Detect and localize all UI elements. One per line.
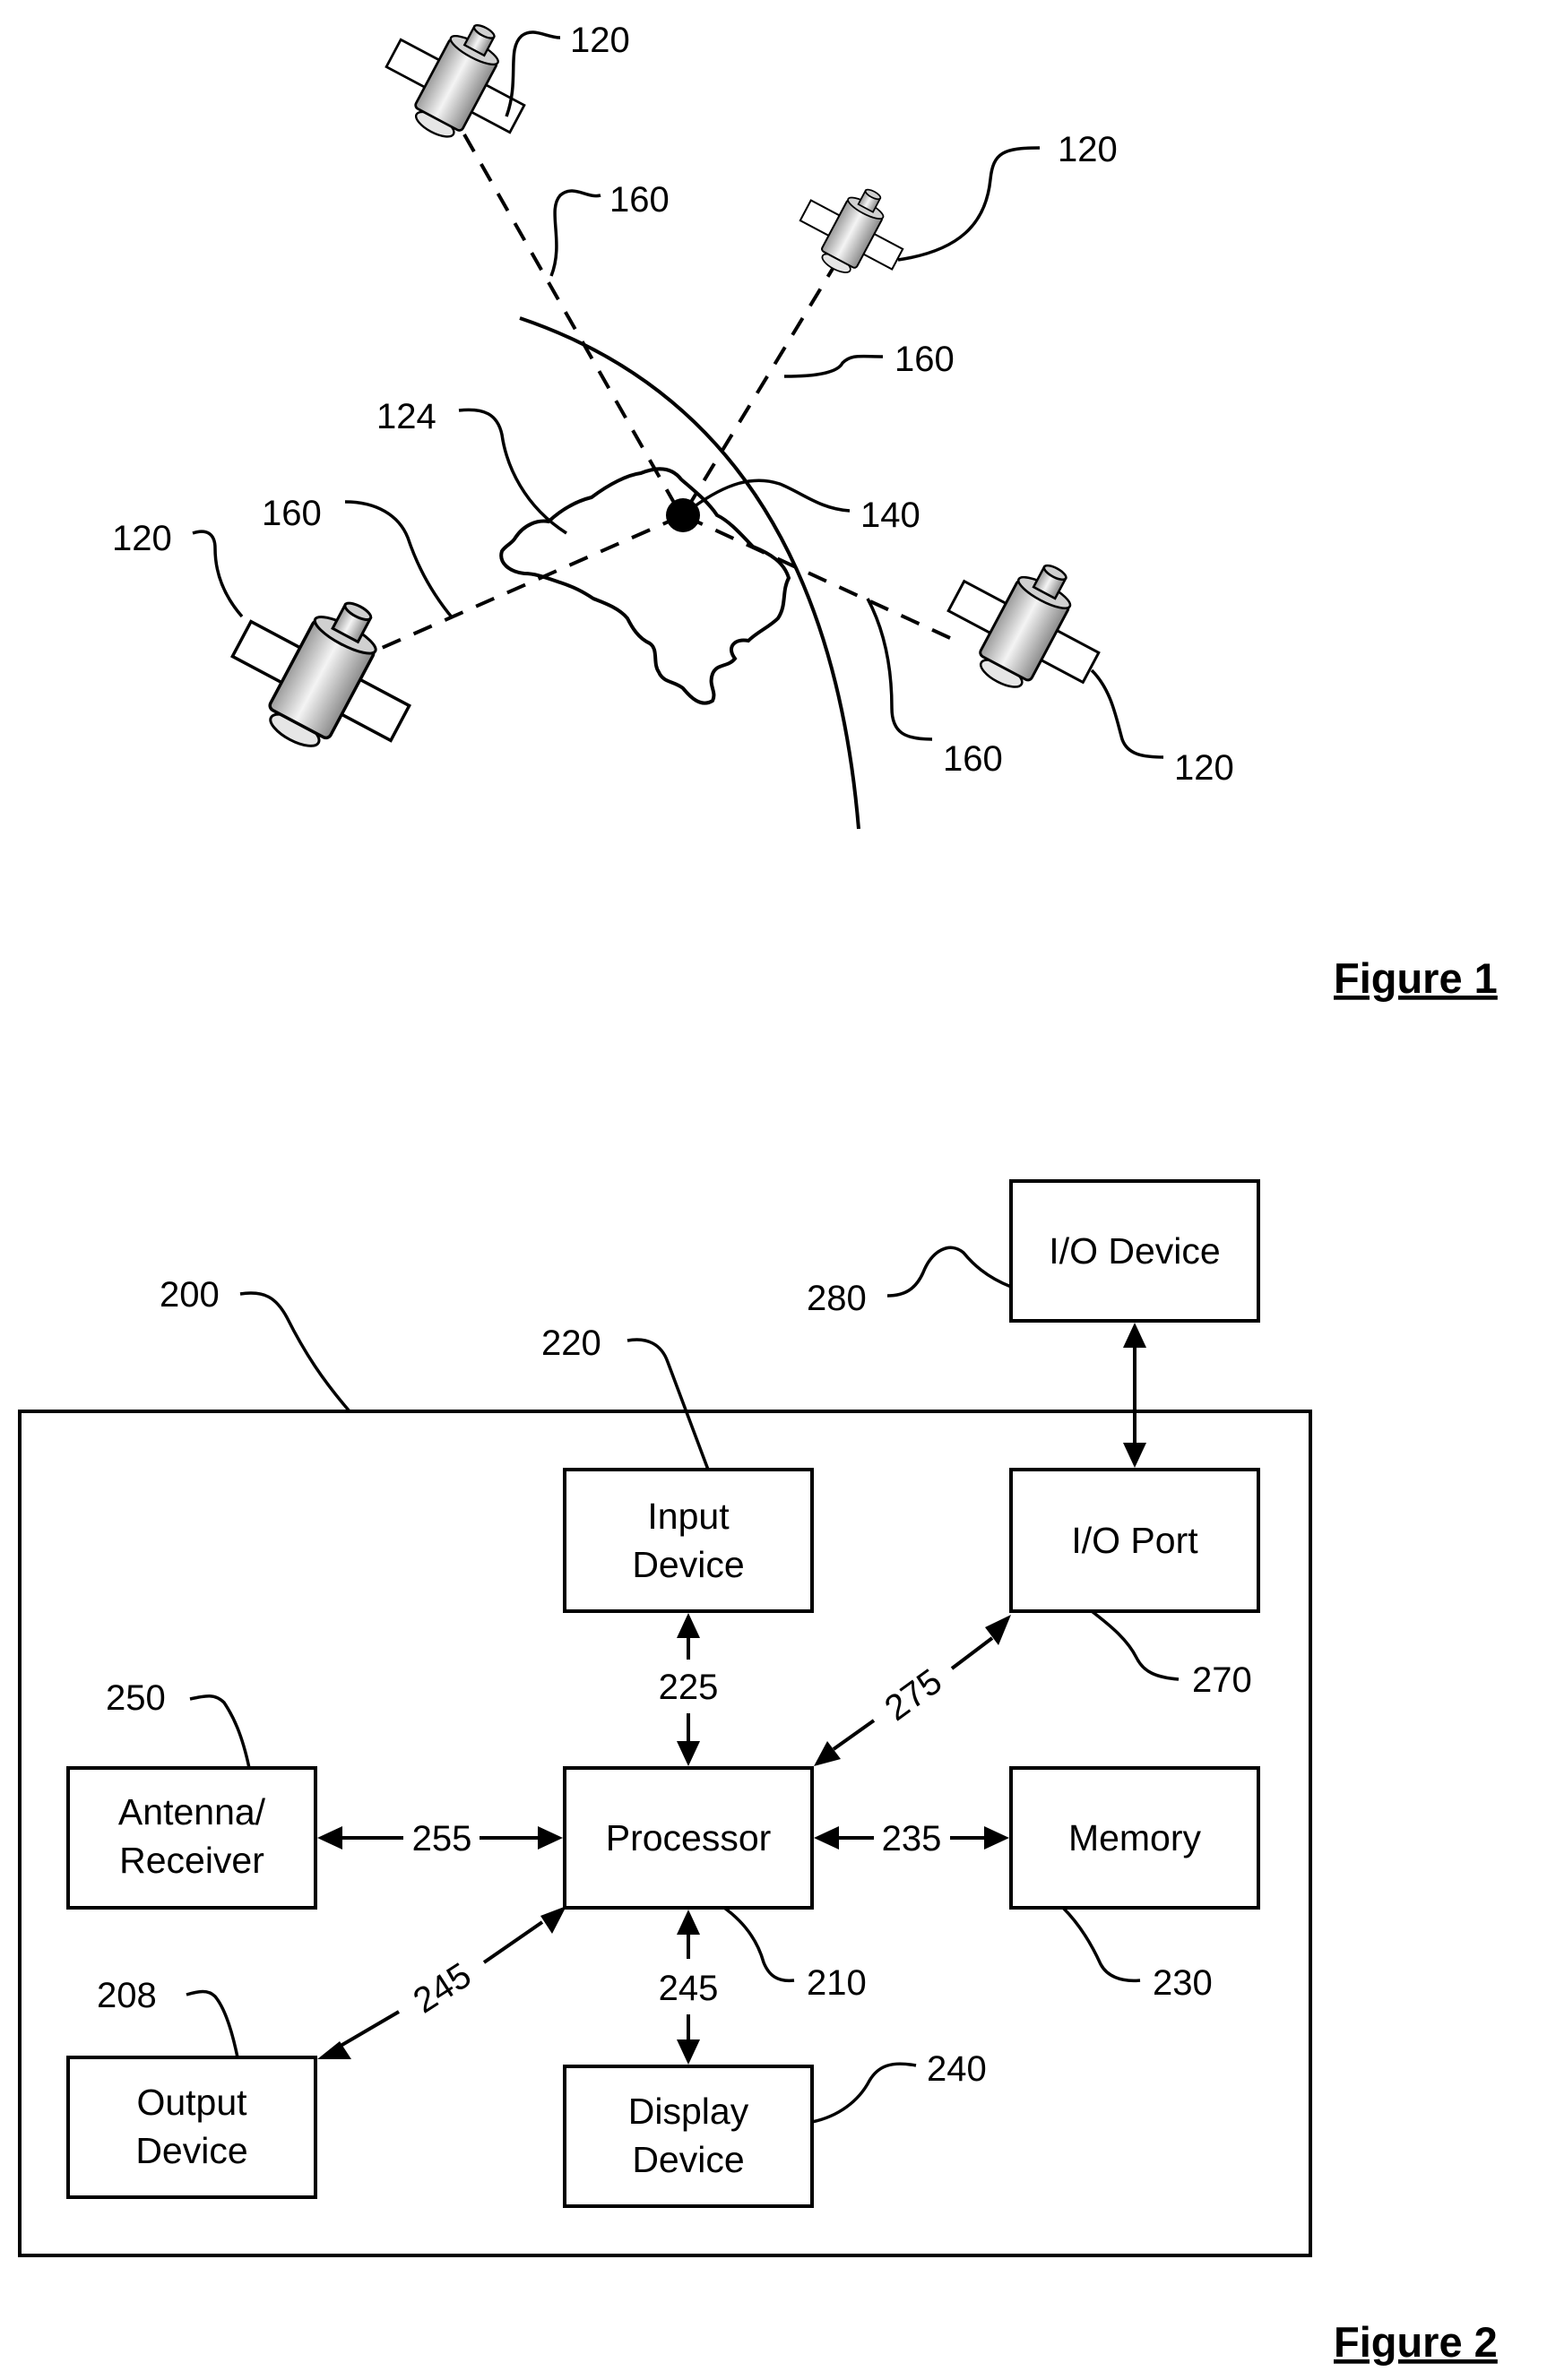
display-device-box [565, 2066, 812, 2206]
arrowhead [1123, 1443, 1146, 1468]
arrowhead [984, 1826, 1009, 1850]
earth-horizon [520, 318, 859, 829]
leader-receiver [695, 480, 850, 511]
ref-io-device: 280 [807, 1279, 867, 1318]
landmass-outline [501, 469, 789, 703]
label-receiver: 140 [860, 496, 920, 535]
io-device-label: I/O Device [1049, 1230, 1220, 1272]
input-device-box [565, 1470, 812, 1611]
signal-link-top-right [683, 260, 838, 515]
figure-1-caption: Figure 1 [1334, 954, 1498, 1002]
leader-sat-top-right [898, 148, 1040, 260]
arrowhead [317, 1826, 342, 1850]
antenna-label-2: Receiver [119, 1840, 264, 1881]
satellite-right [929, 533, 1124, 718]
leader-device [240, 1293, 350, 1411]
leader-link-top-left [551, 191, 601, 276]
conn-label-225: 225 [659, 1668, 719, 1707]
display-device-label-2: Device [632, 2139, 744, 2180]
arrowhead [540, 1906, 566, 1934]
label-link-top-right: 160 [894, 340, 955, 379]
figure-2-caption: Figure 2 [1334, 2318, 1498, 2366]
label-satellite-right: 120 [1174, 748, 1234, 788]
leader-link-top-right [784, 357, 883, 376]
leader-antenna [190, 1696, 249, 1768]
conn-label-235: 235 [882, 1819, 942, 1858]
input-device-label-2: Device [632, 1544, 744, 1585]
leader-output-device [186, 1992, 238, 2058]
satellite-left [211, 565, 439, 781]
figure-2: I/O Device Input Device I/O Port Antenna… [20, 1181, 1498, 2366]
satellite-top-right [788, 168, 920, 293]
receiver-dot [666, 498, 700, 532]
conn-processor-ioport-b [952, 1638, 992, 1669]
output-device-label-1: Output [136, 2082, 247, 2123]
leader-link-left [345, 502, 453, 618]
ref-processor: 210 [807, 1963, 867, 2003]
arrowhead [677, 1910, 700, 1935]
ref-device: 200 [160, 1275, 220, 1315]
arrowhead [677, 2039, 700, 2065]
label-satellite-left: 120 [112, 519, 172, 558]
label-landmass: 124 [376, 397, 436, 436]
arrowhead [538, 1826, 563, 1850]
antenna-box [68, 1768, 315, 1908]
arrowhead [677, 1613, 700, 1638]
arrowhead [1123, 1323, 1146, 1348]
leader-landmass [459, 410, 566, 533]
label-link-top-left: 160 [609, 180, 670, 220]
input-device-label-1: Input [647, 1496, 730, 1537]
processor-label: Processor [606, 1817, 772, 1858]
conn-processor-output-b [336, 2012, 399, 2048]
leader-input-device [627, 1340, 708, 1470]
leader-link-right [868, 599, 932, 739]
output-device-label-2: Device [135, 2130, 247, 2171]
output-device-box [68, 2057, 315, 2197]
display-device-label-1: Display [628, 2091, 749, 2132]
conn-label-255: 255 [412, 1819, 472, 1858]
leader-display-device [812, 2064, 916, 2122]
ref-io-port: 270 [1192, 1660, 1252, 1700]
conn-label-275: 275 [877, 1661, 949, 1729]
ref-display-device: 240 [927, 2049, 987, 2089]
ref-memory: 230 [1153, 1963, 1213, 2003]
label-satellite-top-left: 120 [570, 21, 630, 60]
label-link-right: 160 [943, 739, 1003, 779]
figure-1: 120 160 120 160 124 140 160 120 160 120 … [112, 0, 1498, 1002]
memory-label: Memory [1068, 1817, 1202, 1858]
antenna-label-1: Antenna/ [118, 1791, 266, 1832]
leader-sat-left [193, 531, 242, 617]
label-link-left: 160 [262, 494, 322, 533]
leader-processor [724, 1908, 794, 1980]
conn-label-245-vertical: 245 [659, 1969, 719, 2008]
io-port-label: I/O Port [1071, 1520, 1198, 1561]
label-satellite-top-right: 120 [1058, 130, 1118, 169]
satellite-top-left [369, 0, 548, 165]
ref-input-device: 220 [541, 1324, 601, 1363]
leader-sat-right [1092, 670, 1163, 757]
conn-processor-output-a [484, 1922, 542, 1962]
ref-output-device: 208 [97, 1976, 157, 2015]
arrowhead [677, 1741, 700, 1766]
ref-antenna: 250 [106, 1678, 166, 1718]
leader-memory [1063, 1908, 1140, 1980]
arrowhead [814, 1826, 839, 1850]
leader-io-device [887, 1247, 1011, 1296]
conn-processor-ioport-a [834, 1720, 874, 1749]
leader-io-port [1092, 1611, 1179, 1679]
conn-label-245-diagonal: 245 [407, 1955, 479, 2021]
